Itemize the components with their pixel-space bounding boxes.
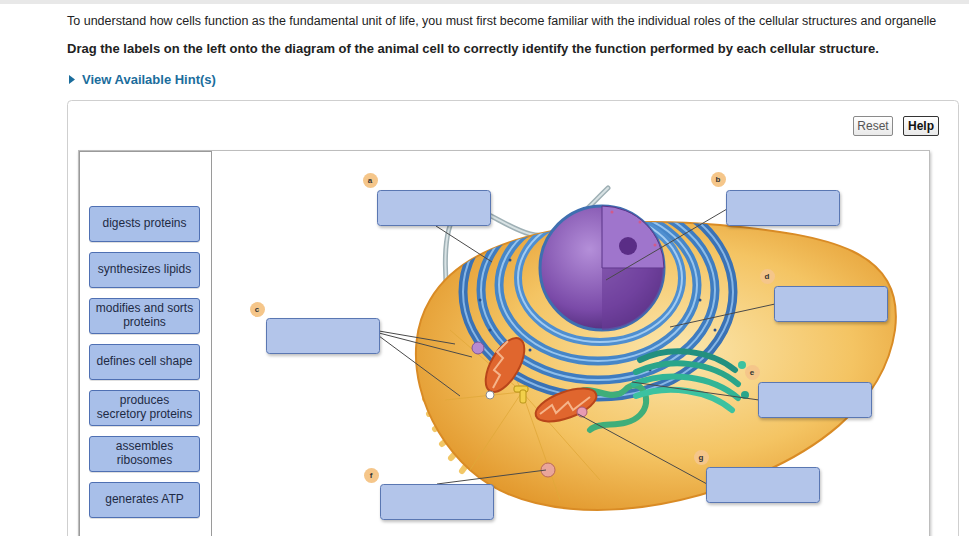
label-bank xyxy=(80,152,212,536)
callout-letter: f xyxy=(364,468,379,483)
node-text: c xyxy=(255,305,259,314)
node-text: synthesizes lipids xyxy=(98,263,191,277)
label-tile: defines cell shape xyxy=(89,344,200,380)
callout-letter: a xyxy=(363,173,378,188)
node-text: g xyxy=(699,453,704,462)
label-tile: digests proteins xyxy=(89,206,200,242)
top-strip xyxy=(0,0,969,4)
drop-targets xyxy=(267,191,888,520)
work-panel xyxy=(79,151,930,536)
lysosome xyxy=(472,342,484,354)
peroxisome xyxy=(577,407,587,417)
node-text: defines cell shape xyxy=(96,355,192,369)
node-text: e xyxy=(750,368,754,377)
node-text: d xyxy=(765,272,770,281)
vesicle xyxy=(486,391,494,399)
node-text: assembles ribosomes xyxy=(94,440,195,468)
node-text: b xyxy=(716,175,721,184)
node-text: Help xyxy=(908,119,934,133)
node-text: f xyxy=(370,471,373,480)
callout-letter: g xyxy=(694,450,709,465)
nucleus xyxy=(540,206,664,330)
label-tile: assembles ribosomes xyxy=(89,436,200,472)
intro-text: To understand how cells function as the … xyxy=(67,14,936,28)
node-text: generates ATP xyxy=(105,493,184,507)
callout-letter: c xyxy=(250,302,265,317)
reset-button: Reset xyxy=(853,116,893,136)
instruction-text: Drag the labels on the left onto the dia… xyxy=(67,41,879,56)
disclosure-triangle xyxy=(69,75,75,84)
leader-lines xyxy=(379,209,775,484)
callout-letter: d xyxy=(760,269,775,284)
mitochondrion xyxy=(531,382,600,428)
node-text: Reset xyxy=(857,119,888,133)
node-text: produces secretory proteins xyxy=(94,394,195,422)
label-tile: produces secretory proteins xyxy=(89,390,200,426)
label-tile: modifies and sorts proteins xyxy=(89,298,200,334)
mitochondrion xyxy=(478,332,532,398)
label-tile: synthesizes lipids xyxy=(89,252,200,288)
activity-frame xyxy=(68,101,959,536)
nucleolus xyxy=(619,237,637,255)
golgi-apparatus xyxy=(634,351,749,410)
hint-link: View Available Hint(s) xyxy=(82,72,216,87)
node-text: digests proteins xyxy=(102,217,186,231)
label-tile: generates ATP xyxy=(89,482,200,518)
node-text: modifies and sorts proteins xyxy=(94,302,195,330)
help-button: Help xyxy=(903,116,939,136)
centrioles xyxy=(514,386,528,403)
node-text: a xyxy=(368,176,372,185)
callout-letter: b xyxy=(711,172,726,187)
callout-letter: e xyxy=(745,365,760,380)
